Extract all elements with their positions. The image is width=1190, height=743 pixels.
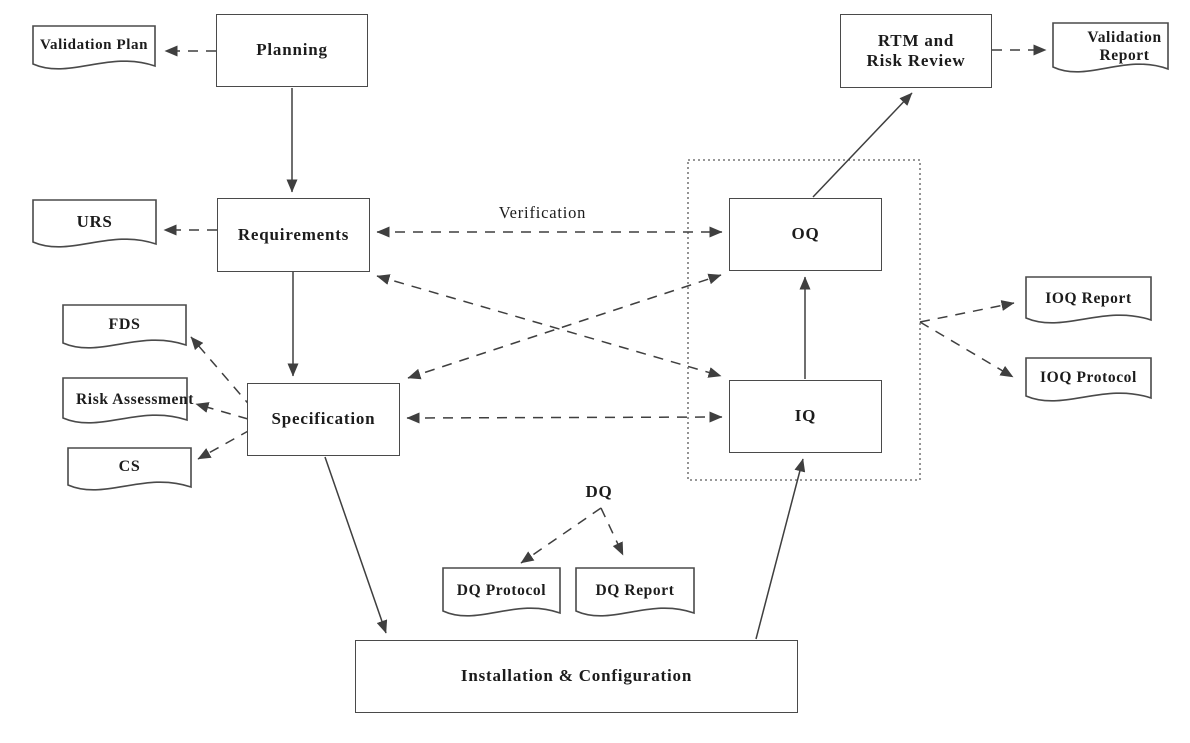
document-label-validation-report: Validation Report xyxy=(1087,29,1162,64)
arrow-oq-to-rtm xyxy=(812,92,913,198)
arrow-specification-to-fds xyxy=(190,336,253,409)
document-label-validation-plan: Validation Plan xyxy=(39,37,149,54)
document-label-cs: CS xyxy=(118,458,141,476)
document-label-urs: URS xyxy=(76,212,113,232)
node-specification: Specification xyxy=(247,383,400,456)
document-label-ioq-report: IOQ Report xyxy=(1045,289,1132,307)
arrow-installation-to-iq xyxy=(755,458,806,640)
document-shape-risk-assessment xyxy=(62,377,188,424)
document-shape-validation-report xyxy=(1052,22,1169,73)
arrow-verification-specification-oq xyxy=(407,273,722,380)
node-installation-configuration: Installation & Configuration xyxy=(355,640,798,713)
node-requirements: Requirements xyxy=(217,198,370,272)
document-shape-validation-plan xyxy=(32,25,156,70)
document-shape-fds xyxy=(62,304,187,349)
arrow-dq-to-dq-protocol xyxy=(520,507,602,564)
verification-label: Verification xyxy=(498,203,587,222)
node-planning: Planning xyxy=(216,14,368,87)
document-label-dq-report: DQ Report xyxy=(595,581,675,599)
document-label-fds: FDS xyxy=(108,315,141,333)
arrow-dq-to-dq-report xyxy=(600,507,624,556)
arrow-verification-specification-iq xyxy=(406,411,723,424)
arrow-specification-to-cs xyxy=(197,429,251,460)
document-label-ioq-protocol: IOQ Protocol xyxy=(1040,369,1137,387)
document-shape-urs xyxy=(32,199,157,248)
arrow-ioq-group-to-ioq-protocol xyxy=(919,321,1014,378)
dq-label: DQ xyxy=(585,481,613,501)
arrow-verification-requirements-iq xyxy=(376,274,722,378)
document-shape-ioq-protocol xyxy=(1025,357,1152,402)
document-shape-ioq-report xyxy=(1025,276,1152,324)
node-iq: IQ xyxy=(729,380,882,453)
document-shape-dq-report xyxy=(575,567,695,617)
document-shape-cs xyxy=(67,447,192,491)
arrow-ioq-group-to-ioq-report xyxy=(919,300,1015,323)
arrow-specification-to-risk-assessment xyxy=(195,402,249,420)
node-oq: OQ xyxy=(729,198,882,271)
ioq-group-dotted-border xyxy=(687,159,921,481)
document-label-dq-protocol: DQ Protocol xyxy=(456,581,547,599)
arrow-specification-to-installation xyxy=(324,456,388,634)
node-rtm-risk-review: RTM and Risk Review xyxy=(840,14,992,88)
document-shape-dq-protocol xyxy=(442,567,561,617)
document-label-risk-assessment: Risk Assessment xyxy=(76,391,194,409)
